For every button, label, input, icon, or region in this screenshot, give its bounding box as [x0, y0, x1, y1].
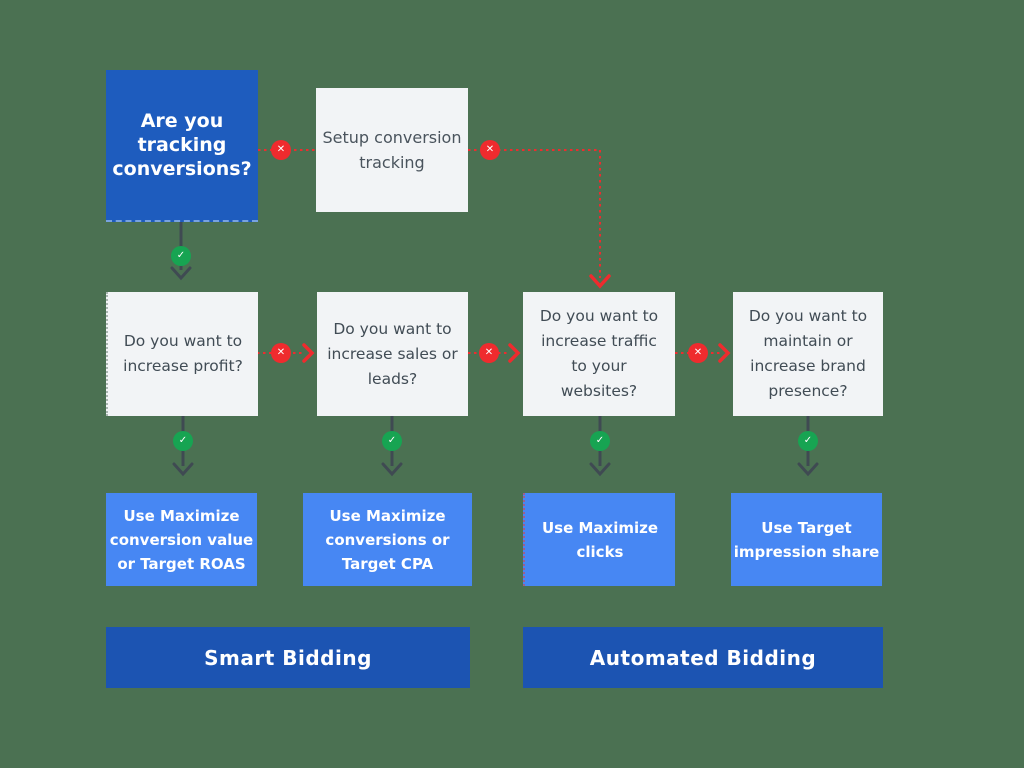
check-icon: ✓ — [590, 431, 610, 451]
question-tracking-conversions: Are you tracking conversions? — [106, 70, 258, 222]
question-increase-profit: Do you want to increase profit? — [106, 292, 258, 416]
check-icon: ✓ — [798, 431, 818, 451]
x-icon: ✕ — [480, 140, 500, 160]
x-icon: ✕ — [271, 343, 291, 363]
strategy-max-clicks: Use Maximize clicks — [523, 493, 675, 586]
strategy-target-impression-share: Use Target impression share — [731, 493, 882, 586]
x-icon: ✕ — [479, 343, 499, 363]
check-icon: ✓ — [171, 246, 191, 266]
question-brand-presence: Do you want to maintain or increase bran… — [733, 292, 883, 416]
strategy-max-conversion-value-troas: Use Maximize conversion value or Target … — [106, 493, 257, 586]
banner-smart-bidding: Smart Bidding — [106, 627, 470, 688]
check-icon: ✓ — [173, 431, 193, 451]
x-icon: ✕ — [271, 140, 291, 160]
check-icon: ✓ — [382, 431, 402, 451]
action-setup-conversion-tracking: Setup conversion tracking — [316, 88, 468, 212]
banner-automated-bidding: Automated Bidding — [523, 627, 883, 688]
question-increase-traffic: Do you want to increase traffic to your … — [523, 292, 675, 416]
x-icon: ✕ — [688, 343, 708, 363]
strategy-max-conversions-tcpa: Use Maximize conversions or Target CPA — [303, 493, 472, 586]
question-increase-sales-leads: Do you want to increase sales or leads? — [317, 292, 468, 416]
